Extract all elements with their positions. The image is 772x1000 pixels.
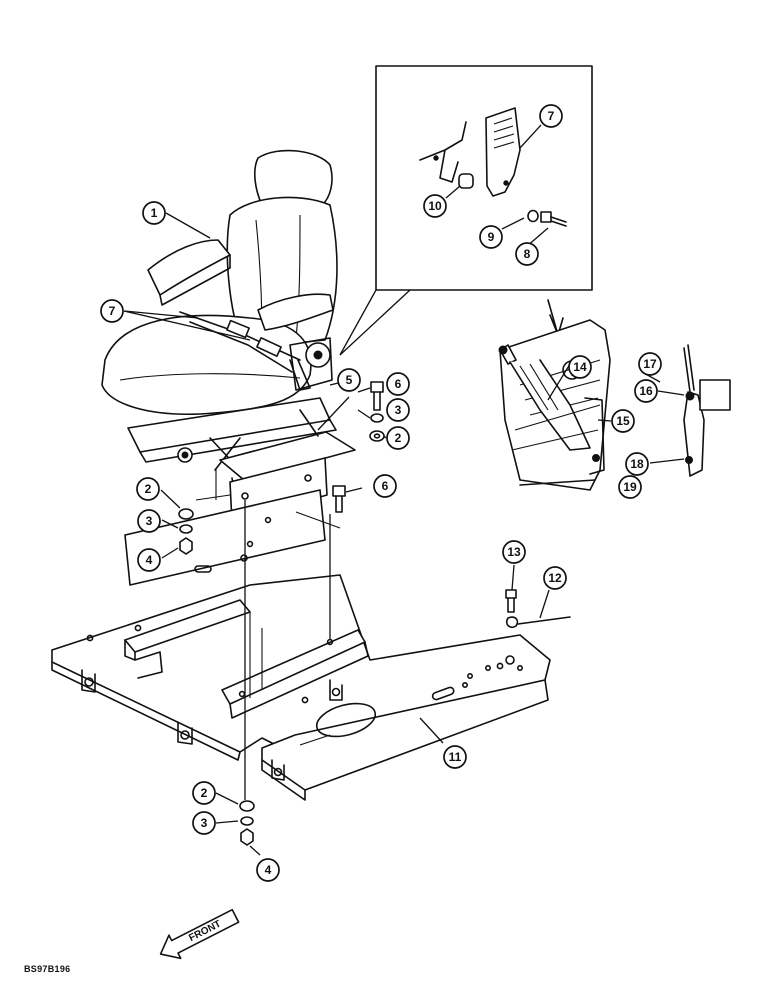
callout-label: 10 xyxy=(428,199,442,213)
callout-15: 15 xyxy=(611,409,635,433)
operator-seat xyxy=(101,149,338,416)
callout-1: 1 xyxy=(142,201,166,225)
callout-label: 2 xyxy=(395,431,402,445)
buckle-detail xyxy=(683,344,731,477)
callout-label: 6 xyxy=(395,377,402,391)
callout-8: 8 xyxy=(515,242,539,266)
callout-2a: 2 xyxy=(386,426,410,450)
callout-label: 15 xyxy=(616,414,630,428)
callout-label: 3 xyxy=(146,514,153,528)
drawing-code: BS97B196 xyxy=(24,964,71,974)
callout-6a: 6 xyxy=(386,372,410,396)
callout-label: 9 xyxy=(488,230,495,244)
callout-18: 18 xyxy=(625,452,649,476)
callout-label: 14 xyxy=(573,360,587,374)
callout-3a: 3 xyxy=(386,398,410,422)
callout-6b: 6 xyxy=(373,474,397,498)
callout-3b: 3 xyxy=(137,509,161,533)
callout-7b: 7 xyxy=(539,104,563,128)
callout-label: 4 xyxy=(265,863,272,877)
callout-label: 19 xyxy=(623,480,637,494)
callout-7a: 7 xyxy=(100,299,124,323)
callout-label: 16 xyxy=(639,384,653,398)
callout-2c: 2 xyxy=(192,781,216,805)
callout-label: 18 xyxy=(630,457,644,471)
callout-12: 12 xyxy=(543,566,567,590)
callout-label: 7 xyxy=(548,109,555,123)
inset-detail-box xyxy=(339,65,593,356)
seat-base-plate xyxy=(51,489,551,801)
callout-5: 5 xyxy=(337,368,361,392)
callout-label: 13 xyxy=(507,545,521,559)
callout-label: 2 xyxy=(145,482,152,496)
callout-label: 3 xyxy=(201,816,208,830)
callout-4a: 4 xyxy=(137,548,161,572)
callout-9: 9 xyxy=(479,225,503,249)
callout-4b: 4 xyxy=(256,858,280,882)
callout-label: 17 xyxy=(643,357,657,371)
callout-11: 11 xyxy=(443,745,467,769)
callout-label: 4 xyxy=(146,553,153,567)
callout-label: 1 xyxy=(151,206,158,220)
callout-16: 16 xyxy=(634,379,658,403)
callout-17: 17 xyxy=(638,352,662,376)
callout-label: 12 xyxy=(548,571,562,585)
fasteners xyxy=(178,381,571,846)
callout-label: 5 xyxy=(346,373,353,387)
callout-label: 11 xyxy=(449,750,462,764)
callout-label: 2 xyxy=(201,786,208,800)
callout-label: 6 xyxy=(382,479,389,493)
front-direction-arrow: FRONT xyxy=(159,908,240,960)
callout-label: 7 xyxy=(109,304,116,318)
callout-10: 10 xyxy=(423,194,447,218)
seat-suspension xyxy=(127,397,356,503)
callout-label: 8 xyxy=(524,247,531,261)
callout-13: 13 xyxy=(502,540,526,564)
callout-3c: 3 xyxy=(192,811,216,835)
callout-14: 14 xyxy=(568,355,592,379)
callout-2b: 2 xyxy=(136,477,160,501)
callout-19: 19 xyxy=(618,475,642,499)
callout-label: 3 xyxy=(395,403,402,417)
seat-belt-mount-detail xyxy=(498,319,611,491)
